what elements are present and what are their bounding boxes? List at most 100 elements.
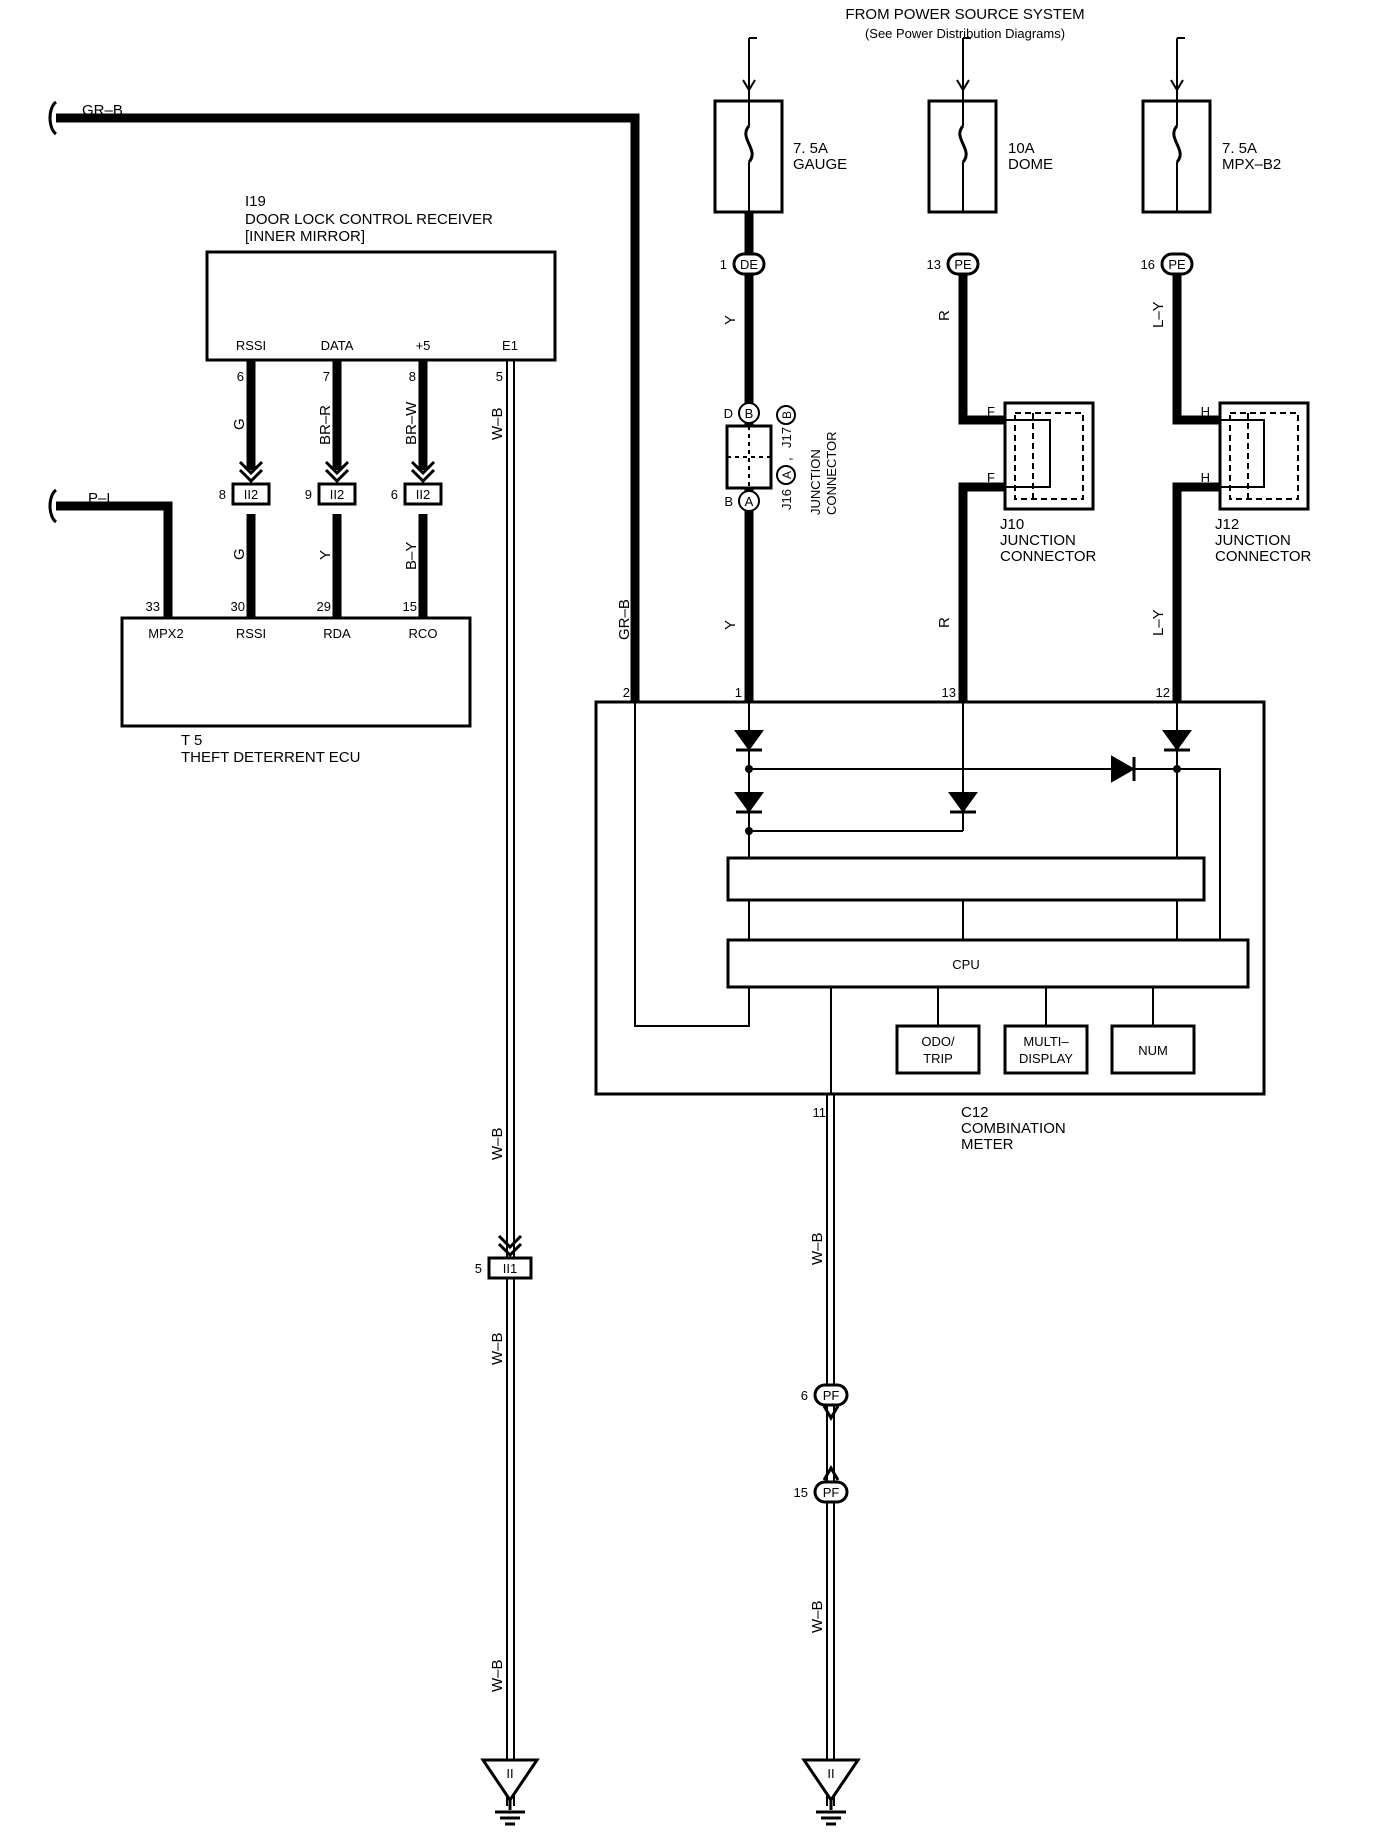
ecu-terminal-rssi: RSSI (236, 626, 266, 641)
wire-wb-label-left-mid: W–B (489, 1332, 506, 1365)
meter-odo-line1: ODO/ (921, 1034, 955, 1049)
meter-pin-ly: 12 (1156, 685, 1170, 700)
ecu-pin-rco: 15 (403, 599, 417, 614)
meter-pin-r: 13 (942, 685, 956, 700)
ii2-connector-data-code: II2 (330, 487, 344, 502)
power-feed-arrows (742, 37, 1185, 92)
ecu-pin-rda: 29 (317, 599, 331, 614)
ecu-code: T 5 (181, 732, 202, 749)
fuse-mpx-b2 (1141, 90, 1212, 214)
meter-odo-trip (895, 1024, 981, 1075)
header-subtitle: (See Power Distribution Diagrams) (865, 26, 1065, 41)
receiver-pin-data: 7 (323, 369, 330, 384)
wire-ly-label: L–Y (1150, 301, 1167, 328)
meter-cpu-label: CPU (952, 957, 979, 972)
j12-pin-top: H (1201, 404, 1210, 419)
wire-wb-label-right-upper: W–B (809, 1232, 826, 1265)
receiver-terminal-data: DATA (321, 338, 354, 353)
wire-wb-label-left-lower: W–B (489, 1659, 506, 1692)
ground-label-left: II (506, 1766, 513, 1781)
meter-num (1110, 1024, 1196, 1075)
fuse-dome-name: DOME (1008, 156, 1053, 173)
receiver-code: I19 (245, 193, 266, 210)
fuse-connector-pe-mpx-code: PE (1168, 257, 1186, 272)
j16-top-letter: B (745, 406, 754, 421)
j16-bottom-letter: A (745, 494, 754, 509)
j16-bottom-pin: B (724, 494, 733, 509)
receiver-pin-e1: 5 (496, 369, 503, 384)
meter-label-line2: METER (961, 1136, 1014, 1153)
ii2-chevrons (238, 460, 436, 484)
fuse-connector-de-pin: 1 (720, 257, 727, 272)
header-title: FROM POWER SOURCE SYSTEM (845, 6, 1084, 23)
diode-icon (734, 730, 764, 752)
wire-by-label: B–Y (403, 542, 420, 570)
wire-y-label-lower: Y (722, 620, 739, 630)
ii1-code: II1 (503, 1261, 517, 1276)
fuse-connector-pe-dome (946, 252, 980, 276)
meter-code: C12 (961, 1104, 989, 1121)
pf-connector-bottom (813, 1480, 849, 1504)
j10-label-line1: JUNCTION (1000, 532, 1076, 549)
j17-letter: B (780, 411, 794, 419)
j10-pin-top: F (987, 404, 995, 419)
ii2-connector-plus5-code: II2 (416, 487, 430, 502)
fuse-dome-amp: 10A (1008, 140, 1035, 157)
meter-pin-y: 1 (735, 685, 742, 700)
junction-dots (745, 765, 1181, 835)
ii1-chevron (497, 1234, 523, 1258)
j12-pin-bottom: H (1201, 470, 1210, 485)
ground-icon (480, 1758, 540, 1826)
pf-connector-top-code: PF (823, 1388, 840, 1403)
wire-brw-label: BR–W (403, 401, 420, 445)
pf-chevrons (822, 1405, 840, 1481)
receiver-pin-rssi: 6 (237, 369, 244, 384)
ecu-terminal-rda: RDA (323, 626, 351, 641)
meter-pin-grb: 2 (623, 685, 630, 700)
wire-brr-label: BR–R (317, 405, 334, 445)
fuse-connector-pe-dome-pin: 13 (927, 257, 941, 272)
ii2-connector-plus5 (403, 482, 443, 506)
j16-code: J16 (779, 489, 794, 510)
harness-wires (56, 113, 1220, 702)
meter-cpu-block (726, 938, 1250, 989)
fuse-mpx-b2-amp: 7. 5A (1222, 140, 1257, 157)
receiver-name: DOOR LOCK CONTROL RECEIVER (245, 211, 493, 228)
receiver-terminal-e1: E1 (502, 338, 518, 353)
ecu-terminal-rco: RCO (409, 626, 438, 641)
ii2-connector-data-pin: 9 (305, 487, 312, 502)
wire-wb-label-right-lower: W–B (809, 1600, 826, 1633)
pl-wire-end (48, 488, 58, 524)
wire-pl-label: P–L (88, 490, 115, 507)
fuse-mpx-b2-name: MPX–B2 (1222, 156, 1281, 173)
j16-j17-code-group: J16 A , J17 B (776, 405, 796, 510)
meter-pin-wb: 11 (813, 1105, 827, 1120)
wire-g-label-lower: G (231, 548, 248, 560)
j10-junction (1003, 401, 1095, 511)
pf-connector-bottom-code: PF (823, 1485, 840, 1500)
fuse-connector-pe-mpx-pin: 16 (1141, 257, 1155, 272)
fuse-gauge-amp: 7. 5A (793, 140, 828, 157)
ground-wires (506, 360, 835, 1806)
j12-junction (1218, 401, 1310, 511)
wire-grb-label-vertical: GR–B (616, 599, 633, 640)
fuse-dome (927, 90, 998, 214)
meter-num-label: NUM (1138, 1043, 1168, 1058)
j12-label-line2: CONNECTOR (1215, 548, 1312, 565)
wire-wb-label-receiver: W–B (489, 407, 506, 440)
receiver-terminal-rssi: RSSI (236, 338, 266, 353)
j12-code: J12 (1215, 516, 1239, 533)
meter-multi-line2: DISPLAY (1019, 1051, 1073, 1066)
meter-multi-line1: MULTI– (1023, 1034, 1069, 1049)
diode-icon (948, 792, 978, 814)
ii1-pin: 5 (475, 1261, 482, 1276)
wire-wb-label-left-upper: W–B (489, 1127, 506, 1160)
wire-ly-label-lower: L–Y (1150, 609, 1167, 636)
wire-y-label-ecu: Y (317, 550, 334, 560)
wire-g-label: G (231, 418, 248, 430)
grb-wire-end (48, 100, 58, 136)
ecu-pin-mpx2: 33 (146, 599, 160, 614)
diode-icon (734, 792, 764, 814)
fuse-gauge-name: GAUGE (793, 156, 847, 173)
